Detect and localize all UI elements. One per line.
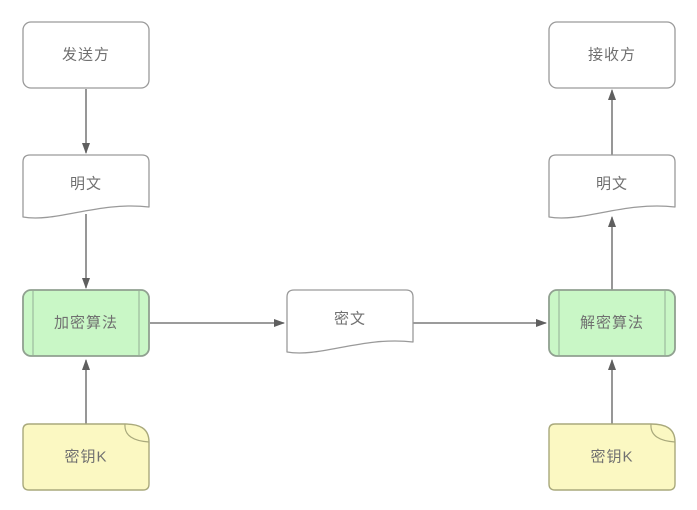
note-fold-crease xyxy=(650,423,676,443)
edges-layer xyxy=(82,89,616,424)
process-shape xyxy=(548,289,676,357)
note-shape xyxy=(22,423,150,491)
process-shape xyxy=(22,289,150,357)
document-shape xyxy=(286,289,414,354)
node-key-right[interactable]: 密钥K xyxy=(548,423,676,491)
node-sender[interactable]: 发送方 xyxy=(22,21,150,89)
document-shape xyxy=(22,154,150,219)
note-shape xyxy=(548,423,676,491)
node-decrypt[interactable]: 解密算法 xyxy=(548,289,676,357)
rounded-rect-shape xyxy=(22,21,150,89)
rounded-rect-shape xyxy=(548,21,676,89)
node-decrypt-label: 解密算法 xyxy=(580,314,644,332)
note-fold-crease xyxy=(124,423,150,443)
node-encrypt[interactable]: 加密算法 xyxy=(22,289,150,357)
node-key-left-label: 密钥K xyxy=(64,449,107,466)
node-encrypt-label: 加密算法 xyxy=(54,314,118,332)
node-plaintext-right[interactable]: 明文 xyxy=(548,154,676,219)
node-ciphertext-label: 密文 xyxy=(334,311,366,328)
node-plaintext-left[interactable]: 明文 xyxy=(22,154,150,219)
node-key-right-label: 密钥K xyxy=(590,449,633,466)
node-sender-label: 发送方 xyxy=(62,47,110,64)
node-plaintext-left-label: 明文 xyxy=(70,176,102,193)
node-key-left[interactable]: 密钥K xyxy=(22,423,150,491)
node-receiver[interactable]: 接收方 xyxy=(548,21,676,89)
node-ciphertext[interactable]: 密文 xyxy=(286,289,414,354)
node-receiver-label: 接收方 xyxy=(588,47,636,64)
node-plaintext-right-label: 明文 xyxy=(596,176,628,193)
document-shape xyxy=(548,154,676,219)
